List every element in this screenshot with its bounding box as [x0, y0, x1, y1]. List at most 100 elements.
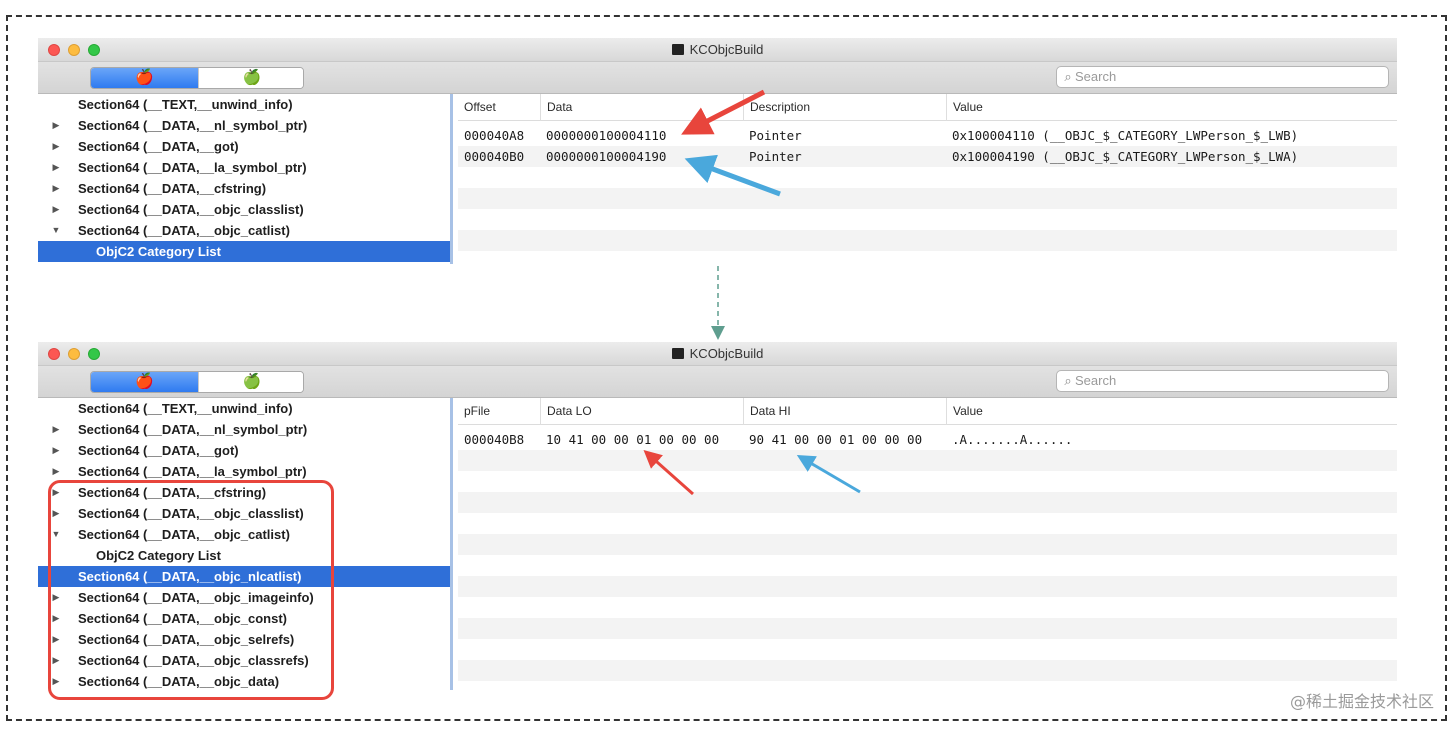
triangle-right-icon[interactable]: ▶: [52, 141, 60, 151]
minimize-button[interactable]: [68, 348, 80, 360]
table-row: [458, 534, 1397, 555]
triangle-down-icon[interactable]: ▼: [51, 225, 61, 235]
triangle-down-icon[interactable]: ▼: [51, 529, 61, 539]
triangle-right-icon[interactable]: ▶: [52, 655, 60, 665]
segment-right-button[interactable]: 🍏: [198, 372, 303, 392]
highlight-box: [48, 480, 334, 700]
triangle-right-icon[interactable]: ▶: [52, 592, 60, 602]
sidebar-item[interactable]: ▶ Section64 (__DATA,__objc_data): [38, 671, 450, 690]
sidebar-item[interactable]: ▼ Section64 (__DATA,__objc_catlist): [38, 524, 450, 545]
sidebar-item[interactable]: ▶ Section64 (__DATA,__got): [38, 136, 450, 157]
sidebar-item[interactable]: ▶Section64 (__DATA,__objc_classrefs): [38, 650, 450, 671]
column-header[interactable]: Description: [743, 94, 946, 121]
zoom-button[interactable]: [88, 348, 100, 360]
triangle-right-icon[interactable]: ▶: [52, 162, 60, 172]
triangle-right-icon[interactable]: ▶: [52, 183, 60, 193]
sidebar-item[interactable]: Section64 (__DATA,__objc_nlcatlist): [38, 566, 450, 587]
flow-arrow-head: [711, 326, 725, 340]
segment-left-button[interactable]: 🍎: [91, 372, 198, 392]
sidebar-item[interactable]: ObjC2 Category List: [38, 241, 450, 262]
sidebar-item[interactable]: ▶Section64 (__DATA,__la_symbol_ptr): [38, 157, 450, 178]
sidebar-item[interactable]: ▶ Section64 (__DATA,__objc_selrefs): [38, 629, 450, 650]
triangle-right-icon[interactable]: ▶: [52, 487, 60, 497]
sidebar-item[interactable]: ▶ Section64 (__DATA,__la_symbol_ptr): [38, 461, 450, 482]
sidebar-item[interactable]: ▶ Section64 (__DATA,__nl_symbol_ptr): [38, 419, 450, 440]
table-cell: Pointer: [749, 149, 802, 164]
table-cell: 0x100004110 (__OBJC_$_CATEGORY_LWPerson_…: [952, 128, 1299, 143]
table-row: [458, 660, 1397, 681]
sidebar-item-label: Section64 (__DATA,__la_symbol_ptr): [78, 464, 307, 479]
table-row: [458, 450, 1397, 471]
sidebar-item-label: Section64 (__DATA,__objc_selrefs): [78, 632, 295, 647]
column-header[interactable]: Value: [946, 94, 1396, 121]
triangle-right-icon[interactable]: ▶: [52, 508, 60, 518]
sidebar-item[interactable]: Section64 (__TEXT,__unwind_info): [38, 94, 450, 115]
sidebar-item[interactable]: ▶Section64 (__DATA,__nl_symbol_ptr): [38, 115, 450, 136]
table-cell: 90 41 00 00 01 00 00 00: [749, 432, 923, 447]
bottom-window: KCObjcBuild 🍎 🍏 ⌕Search Section64 (__TEX…: [38, 342, 1397, 690]
triangle-right-icon[interactable]: ▶: [52, 634, 60, 644]
sidebar-item-label: ObjC2 Category List: [96, 244, 221, 259]
sidebar-item-label: Section64 (__DATA,__objc_imageinfo): [78, 590, 314, 605]
zoom-button[interactable]: [88, 44, 100, 56]
sidebar-item-label: Section64 (__DATA,__got): [78, 139, 239, 154]
sidebar-item-label: Section64 (__DATA,__got): [78, 443, 239, 458]
sidebar-item[interactable]: Section64 (__TEXT,__unwind_info): [38, 398, 450, 419]
sidebar-item[interactable]: ▼Section64 (__DATA,__objc_catlist): [38, 220, 450, 241]
sidebar-item[interactable]: ▶ Section64 (__DATA,__objc_classlist): [38, 503, 450, 524]
column-header[interactable]: Offset: [464, 100, 496, 114]
table-row: [458, 188, 1397, 209]
watermark: @稀土掘金技术社区: [1289, 692, 1434, 711]
sidebar-item-label: Section64 (__DATA,__objc_data): [78, 674, 280, 689]
triangle-right-icon[interactable]: ▶: [52, 466, 60, 476]
table-cell: 000040A8: [464, 128, 525, 143]
segment-left-button[interactable]: 🍎: [91, 68, 198, 88]
triangle-right-icon[interactable]: ▶: [52, 204, 60, 214]
triangle-right-icon[interactable]: ▶: [52, 120, 60, 130]
sidebar-item-label: Section64 (__DATA,__cfstring): [78, 181, 267, 196]
table-cell: Pointer: [749, 128, 802, 143]
sidebar-item[interactable]: ▶ Section64 (__DATA,__got): [38, 440, 450, 461]
terminal-icon: [671, 44, 684, 55]
close-button[interactable]: [48, 44, 60, 56]
triangle-right-icon[interactable]: ▶: [52, 613, 60, 623]
column-header[interactable]: pFile: [464, 404, 491, 418]
sidebar-item-label: Section64 (__DATA,__objc_classlist): [78, 506, 304, 521]
column-header[interactable]: Data LO: [540, 398, 743, 425]
sidebar-item[interactable]: ▶ Section64 (__DATA,__cfstring): [38, 482, 450, 503]
table-cell: 000040B8: [464, 432, 525, 447]
sidebar-item[interactable]: ▶ Section64 (__DATA,__objc_classlist): [38, 199, 450, 220]
search-input[interactable]: ⌕Search: [1056, 370, 1389, 392]
table-row: [458, 618, 1397, 639]
toolbar: 🍎 🍏 ⌕Search: [38, 366, 1397, 398]
sidebar-item[interactable]: ▶ Section64 (__DATA,__objc_imageinfo): [38, 587, 450, 608]
triangle-right-icon[interactable]: ▶: [52, 676, 60, 686]
table-cell: 0x100004190 (__OBJC_$_CATEGORY_LWPerson_…: [952, 149, 1299, 164]
sidebar-item[interactable]: ObjC2 Category List: [38, 545, 450, 566]
column-header[interactable]: Data: [540, 94, 743, 121]
minimize-button[interactable]: [68, 44, 80, 56]
triangle-right-icon[interactable]: ▶: [52, 445, 60, 455]
triangle-right-icon[interactable]: ▶: [52, 424, 60, 434]
sidebar-item[interactable]: ▶ Section64 (__DATA,__cfstring): [38, 178, 450, 199]
column-header[interactable]: Value: [946, 398, 1396, 425]
sidebar-item-label: Section64 (__DATA,__objc_catlist): [78, 527, 290, 542]
table-cell: .A.......A......: [952, 432, 1073, 447]
sidebar-item-label: Section64 (__DATA,__nl_symbol_ptr): [78, 422, 308, 437]
search-icon: ⌕: [1064, 69, 1072, 84]
sidebar-item-label: Section64 (__DATA,__objc_classlist): [78, 202, 304, 217]
close-button[interactable]: [48, 348, 60, 360]
search-input[interactable]: ⌕Search: [1056, 66, 1389, 88]
sidebar-item-label: Section64 (__DATA,__cfstring): [78, 485, 267, 500]
red-arrow: [681, 89, 766, 135]
sidebar-item-label: Section64 (__TEXT,__unwind_info): [78, 401, 293, 416]
column-header[interactable]: Data HI: [743, 398, 946, 425]
mode-segmented-control: 🍎 🍏: [90, 371, 304, 393]
segment-right-button[interactable]: 🍏: [198, 68, 303, 88]
sidebar-item[interactable]: ▶Section64 (__DATA,__objc_const): [38, 608, 450, 629]
apple-bomb-icon: 🍎: [135, 69, 154, 86]
